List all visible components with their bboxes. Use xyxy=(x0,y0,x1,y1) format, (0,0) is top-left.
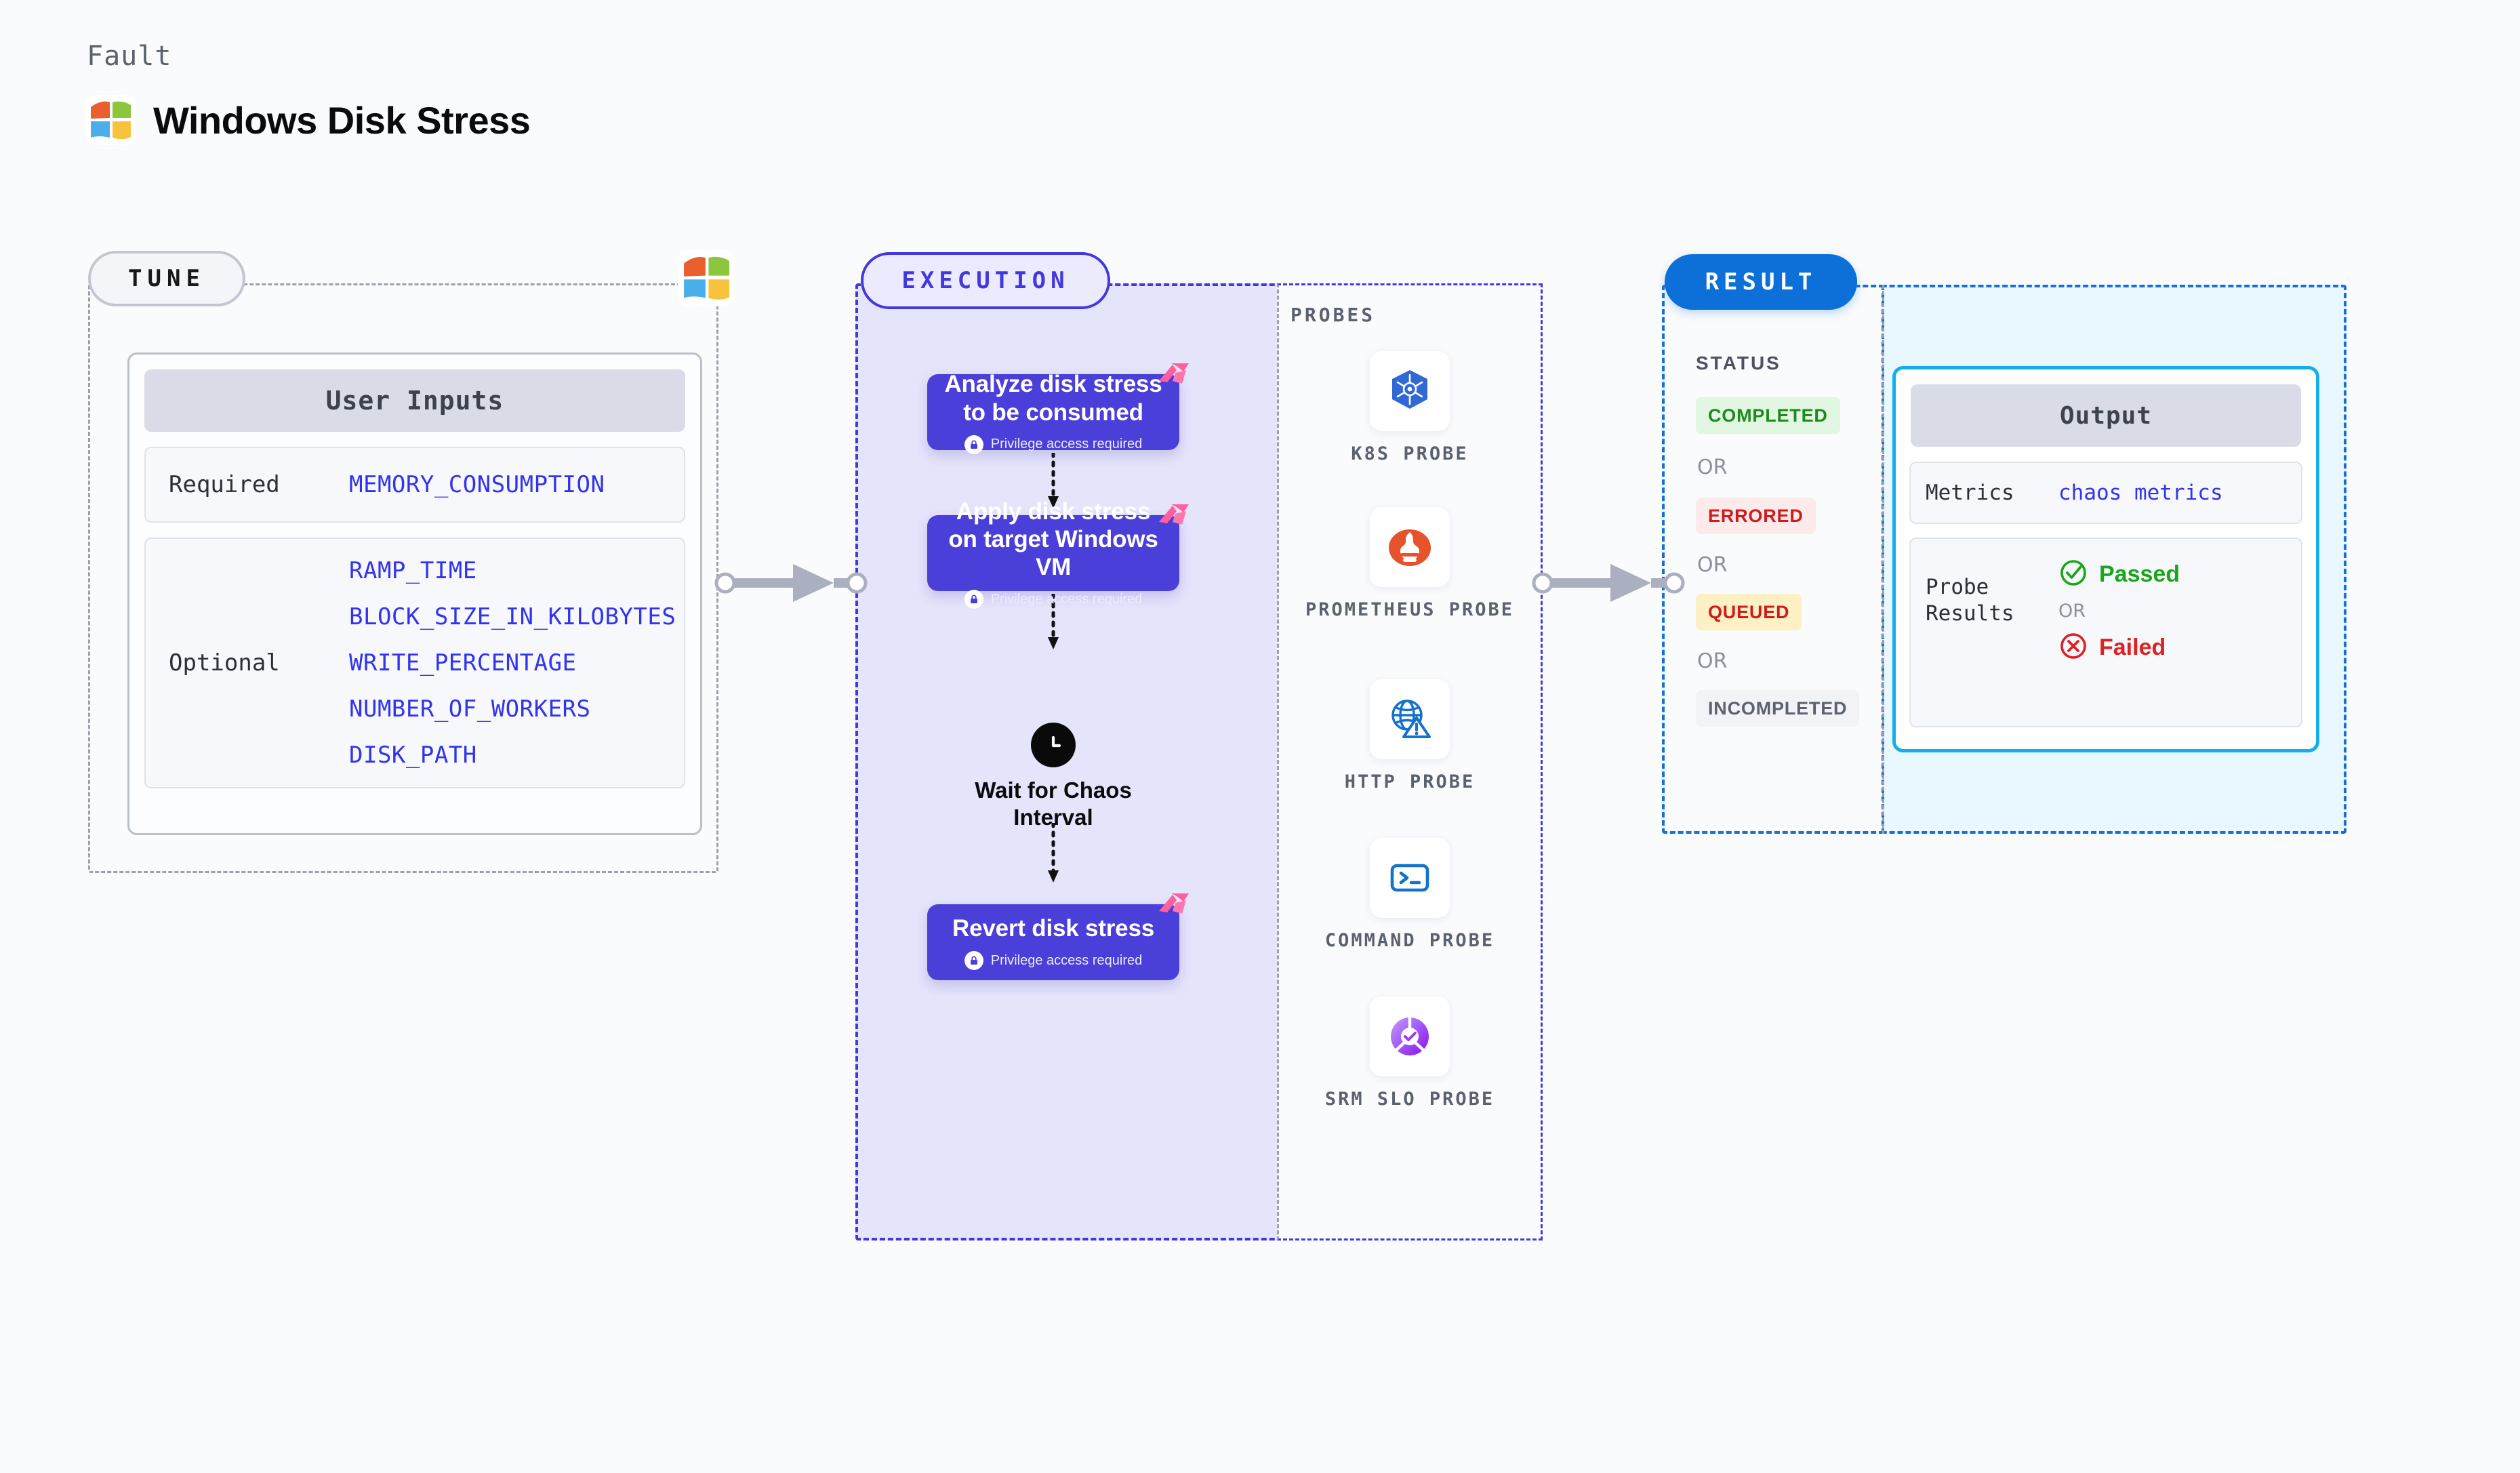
tune-value-block-size[interactable]: BLOCK_SIZE_IN_KILOBYTES xyxy=(349,603,676,630)
step-connector-3 xyxy=(1044,821,1063,889)
probe-result-failed-text: Failed xyxy=(2099,634,2166,660)
status-or-2: OR xyxy=(1697,553,1728,577)
privilege-note-text: Privilege access required xyxy=(990,952,1143,968)
terminal-icon xyxy=(1370,838,1450,918)
lock-icon xyxy=(964,951,983,971)
probe-prometheus-caption: PROMETHEUS PROBE xyxy=(1305,599,1515,620)
tune-row-required: Required MEMORY_CONSUMPTION xyxy=(144,447,685,523)
step-connector-1 xyxy=(1044,451,1063,514)
chaos-ribbon-icon xyxy=(1156,503,1192,534)
page-title-row: Windows Disk Stress xyxy=(85,95,531,145)
kubernetes-icon xyxy=(1370,351,1450,431)
output-metrics-value[interactable]: chaos metrics xyxy=(2058,481,2223,505)
probe-result-passed-text: Passed xyxy=(2099,561,2180,587)
probe-result-failed: Failed xyxy=(2058,631,2180,664)
connector-tune-to-execution xyxy=(713,556,876,613)
execution-step-analyze[interactable]: Analyze disk stress to be consumed Privi… xyxy=(927,363,1189,454)
wait-label: Wait for Chaos Interval xyxy=(975,778,1132,830)
privilege-note-text: Privilege access required xyxy=(990,437,1143,452)
probe-k8s[interactable]: K8S PROBE xyxy=(1277,351,1543,466)
execution-step-apply-title: Apply disk stress on target Windows VM xyxy=(948,498,1158,581)
result-status-divider xyxy=(1677,285,1884,834)
page-eyebrow: Fault xyxy=(87,41,172,72)
status-badge-errored: ERRORED xyxy=(1696,498,1816,534)
status-label: STATUS xyxy=(1696,352,1781,374)
tune-row-optional: Optional RAMP_TIME BLOCK_SIZE_IN_KILOBYT… xyxy=(144,538,685,788)
probe-command-caption: COMMAND PROBE xyxy=(1324,930,1495,951)
tune-value-disk-path[interactable]: DISK_PATH xyxy=(349,742,477,769)
tune-row-required-label: Required xyxy=(169,471,280,498)
chaos-ribbon-icon xyxy=(1156,362,1192,393)
probe-command[interactable]: COMMAND PROBE xyxy=(1277,838,1543,953)
chaos-ribbon-icon xyxy=(1156,892,1192,923)
step-connector-2 xyxy=(1044,592,1063,655)
execution-step-analyze-title: Analyze disk stress to be consumed xyxy=(944,371,1162,426)
connector-execution-to-result xyxy=(1530,556,1693,613)
privilege-note: Privilege access required xyxy=(964,951,1143,971)
tune-value-write-percentage[interactable]: WRITE_PERCENTAGE xyxy=(349,649,577,677)
tune-value-number-of-workers[interactable]: NUMBER_OF_WORKERS xyxy=(349,695,591,723)
probe-http[interactable]: HTTP PROBE xyxy=(1277,679,1543,794)
wait-for-chaos-interval: Wait for Chaos Interval xyxy=(952,723,1155,830)
srm-slo-icon xyxy=(1370,996,1450,1076)
user-inputs-title: User Inputs xyxy=(144,369,685,432)
tune-value-memory-consumption[interactable]: MEMORY_CONSUMPTION xyxy=(349,471,605,498)
probe-result-passed: Passed xyxy=(2058,558,2180,591)
probes-section xyxy=(1277,283,1543,1240)
check-circle-icon xyxy=(2058,558,2088,591)
clock-icon xyxy=(1031,723,1076,767)
tune-row-optional-label: Optional xyxy=(169,649,280,677)
output-or: OR xyxy=(2058,601,2086,622)
probe-http-caption: HTTP PROBE xyxy=(1344,771,1476,792)
lock-icon xyxy=(964,435,983,454)
execution-step-revert[interactable]: Revert disk stress Privilege access requ… xyxy=(927,893,1189,980)
result-section xyxy=(1662,285,1884,834)
privilege-note: Privilege access required xyxy=(964,590,1142,609)
result-badge[interactable]: RESULT xyxy=(1665,254,1857,310)
status-or-1: OR xyxy=(1697,456,1728,479)
probes-label: PROBES xyxy=(1291,304,1376,326)
output-card-title: Output xyxy=(1911,384,2301,447)
output-metrics-label: Metrics xyxy=(1926,480,2014,505)
x-circle-icon xyxy=(2058,631,2088,664)
output-card: Output Metrics chaos metrics Probe Resul… xyxy=(1892,366,2319,752)
probe-srm-slo-caption: SRM SLO PROBE xyxy=(1324,1089,1495,1110)
probe-k8s-caption: K8S PROBE xyxy=(1351,443,1469,464)
output-probe-results-label: Probe Results xyxy=(1926,575,2014,626)
output-row-probe-results: Probe Results Passed OR xyxy=(1909,538,2302,727)
prometheus-icon xyxy=(1370,507,1450,587)
http-globe-warning-icon xyxy=(1370,679,1450,759)
page-title: Windows Disk Stress xyxy=(153,98,531,142)
probe-srm-slo[interactable]: SRM SLO PROBE xyxy=(1277,996,1543,1112)
lock-icon xyxy=(964,590,983,609)
execution-step-apply[interactable]: Apply disk stress on target Windows VM P… xyxy=(927,498,1189,609)
status-badge-completed: COMPLETED xyxy=(1696,397,1840,434)
user-inputs-card: User Inputs Required MEMORY_CONSUMPTION … xyxy=(127,352,702,835)
tune-badge[interactable]: TUNE xyxy=(88,251,245,306)
windows-logo-icon xyxy=(85,95,136,145)
tune-value-ramp-time[interactable]: RAMP_TIME xyxy=(349,557,477,584)
privilege-note-text: Privilege access required xyxy=(990,591,1143,607)
output-row-metrics: Metrics chaos metrics xyxy=(1909,462,2302,524)
execution-badge[interactable]: EXECUTION xyxy=(861,252,1110,309)
status-or-3: OR xyxy=(1697,649,1728,673)
privilege-note: Privilege access required xyxy=(964,435,1142,454)
execution-step-revert-title: Revert disk stress xyxy=(952,914,1154,942)
status-badge-queued: QUEUED xyxy=(1696,594,1802,630)
status-badge-incompleted: INCOMPLETED xyxy=(1696,690,1860,727)
windows-logo-icon-badge xyxy=(678,249,735,310)
probe-prometheus[interactable]: PROMETHEUS PROBE xyxy=(1277,507,1543,622)
